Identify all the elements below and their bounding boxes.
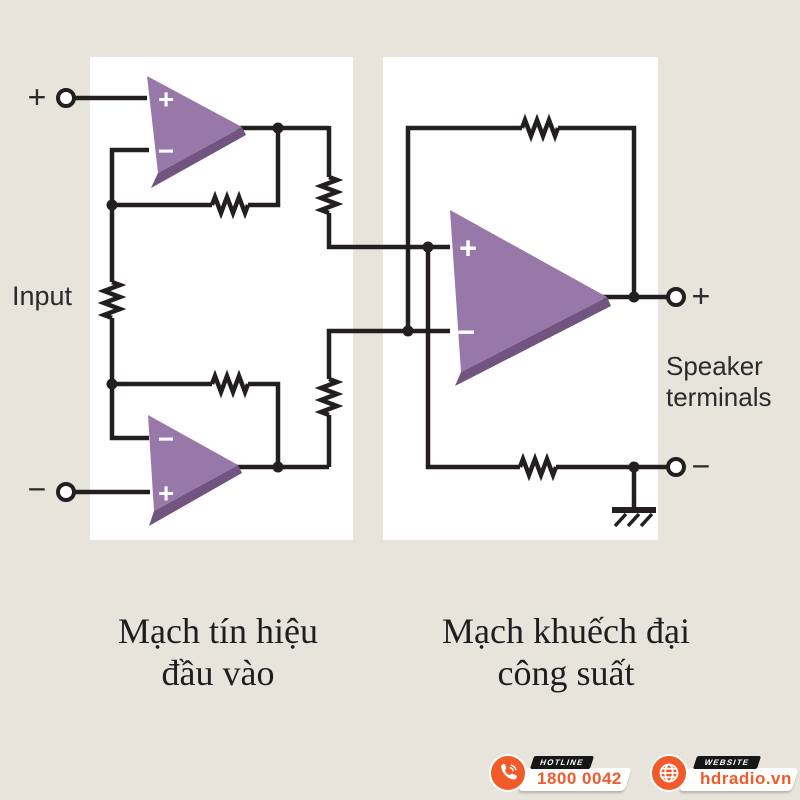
opamp1-plus-label: + <box>158 84 174 115</box>
caption-input-stage: Mạch tín hiệu đầu vào <box>68 610 368 694</box>
junction-dots <box>106 122 640 473</box>
resistors <box>97 113 561 482</box>
resistor-bottom-chain <box>314 376 344 418</box>
website-url: hdradio.vn <box>700 769 792 788</box>
opamp-bottom-small <box>148 415 242 526</box>
resistor-power-ground <box>517 452 559 482</box>
caption-power-stage-line2: công suất <box>497 653 635 693</box>
resistor-op2-feedback <box>209 369 251 399</box>
caption-input-stage-line1: Mạch tín hiệu <box>118 611 318 651</box>
power-opamp-plus-label: + <box>459 231 477 266</box>
caption-input-stage-line2: đầu vào <box>161 653 275 693</box>
opamp2-plus-label: + <box>158 478 174 509</box>
hotline-number: 1800 0042 <box>537 769 622 788</box>
power-opamp-minus-label: − <box>457 315 475 350</box>
input-plus-sign: + <box>28 79 47 115</box>
terminal-circles <box>56 88 686 502</box>
hotline-tag: HOTLINE <box>529 756 595 769</box>
opamp1-minus-label: − <box>158 136 174 167</box>
website-icon-circle <box>650 754 688 792</box>
opamp2-minus-label: − <box>158 424 174 455</box>
input-plus-terminal <box>56 88 76 108</box>
caption-power-stage: Mạch khuếch đại công suất <box>416 610 716 694</box>
speaker-minus-sign: − <box>692 448 711 484</box>
speaker-terminals-label: Speaker terminals <box>666 351 771 413</box>
caption-power-stage-line1: Mạch khuếch đại <box>442 611 690 651</box>
resistor-op1-feedback <box>209 190 251 220</box>
opamp-power <box>450 210 611 386</box>
speaker-plus-terminal <box>666 287 686 307</box>
phone-icon <box>501 763 517 780</box>
website-tag: WEBSITE <box>692 756 762 769</box>
website-badge: WEBSITE hdradio.vn <box>649 753 800 795</box>
speaker-minus-terminal <box>666 457 686 477</box>
input-minus-terminal <box>56 482 76 502</box>
hotline-badge: HOTLINE 1800 0042 <box>488 753 640 795</box>
resistor-top-chain <box>314 174 344 216</box>
speaker-label-line2: terminals <box>666 382 772 412</box>
speaker-plus-sign: + <box>692 278 711 314</box>
resistor-input-center <box>97 279 127 321</box>
ground-icon <box>612 507 656 528</box>
globe-icon <box>659 763 679 783</box>
input-minus-sign: − <box>28 471 47 507</box>
input-label: Input <box>12 281 73 311</box>
opamp-top-small <box>147 76 246 188</box>
hotline-icon-circle <box>489 754 527 792</box>
speaker-label-line1: Speaker <box>666 351 763 381</box>
resistor-power-feedback <box>519 113 561 143</box>
